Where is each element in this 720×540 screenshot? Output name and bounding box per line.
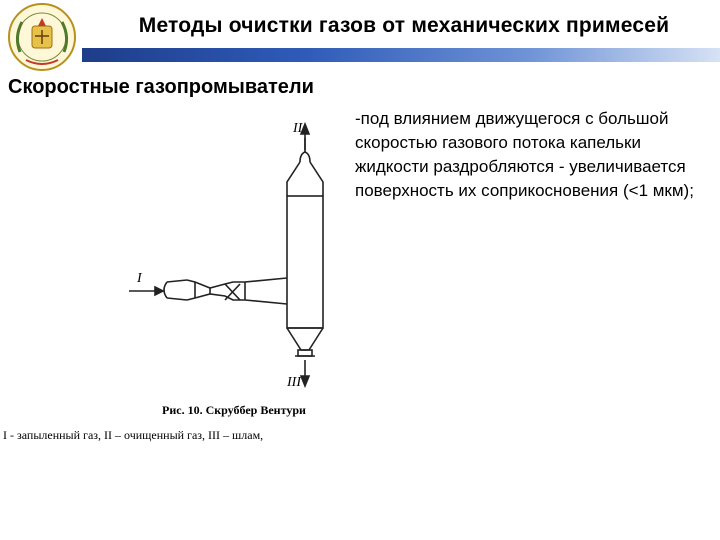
section-subtitle: Скоростные газопромыватели: [8, 76, 314, 98]
label-inlet: I: [136, 271, 143, 286]
label-sludge: III: [286, 375, 302, 390]
figure-caption: Рис. 10. Скруббер Вентури: [162, 403, 306, 417]
figure-legend: I - запыленный газ, II – очищенный газ, …: [3, 428, 264, 442]
label-outlet: II: [292, 121, 304, 136]
bullet-text: -под влиянием движущегося с большой скор…: [355, 109, 694, 200]
slide-title: Методы очистки газов от механических при…: [138, 14, 670, 37]
title-underline-bar: [82, 48, 720, 62]
university-emblem-icon: [8, 3, 76, 71]
venturi-scrubber-diagram: I II III: [129, 121, 324, 390]
